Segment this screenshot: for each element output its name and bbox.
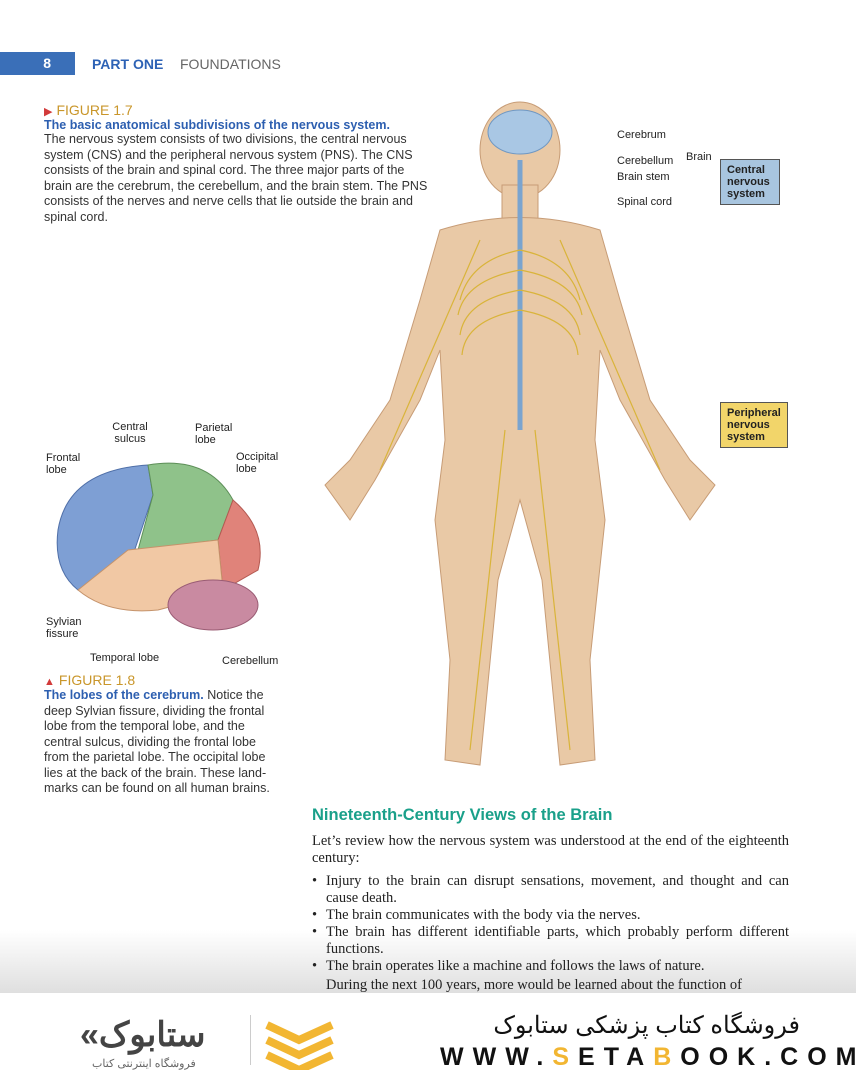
label-temporal-lobe: Temporal lobe xyxy=(90,652,160,664)
figure-1-7-caption: ▶FIGURE 1.7 The basic anatomical subdivi… xyxy=(44,102,429,225)
store-name: فروشگاه کتاب پزشکی ستابوک xyxy=(493,1012,800,1039)
bullet-item: Injury to the brain can disrupt sensatio… xyxy=(312,873,789,907)
figure-title: The lobes of the cerebrum. xyxy=(44,688,204,702)
label-occipital-lobe: Occipital lobe xyxy=(236,451,279,475)
cutoff-text: During the next 100 years, more would be… xyxy=(326,977,742,993)
label-cerebrum: Cerebrum xyxy=(617,129,666,141)
label-pns: Peripheral nervous system xyxy=(720,402,788,448)
label-parietal-lobe: Parietal lobe xyxy=(195,422,233,446)
section-body: Nineteenth-Century Views of the Brain Le… xyxy=(312,806,789,994)
section-heading: Nineteenth-Century Views of the Brain xyxy=(312,806,613,824)
divider xyxy=(250,1015,251,1065)
label-central-sulcus: Central sulcus xyxy=(112,421,148,445)
label-cns: Central nervous system xyxy=(720,159,780,205)
logo-text: ستابوک xyxy=(98,1016,206,1054)
setabook-chevron-icon xyxy=(265,1021,334,1070)
label-brain: Brain xyxy=(686,151,712,163)
logo-subtitle: فروشگاه اینترنتی کتاب xyxy=(92,1058,196,1070)
label-cerebellum: Cerebellum xyxy=(617,155,674,167)
setabook-logo: «ستابوک xyxy=(80,1016,206,1054)
label-spinal-cord: Spinal cord xyxy=(617,196,673,208)
store-url[interactable]: WWW.SETABOOK.COM xyxy=(440,1043,856,1071)
figure-text: The nervous system consists of two divis… xyxy=(44,132,428,224)
figure-1-8-caption: ▲FIGURE 1.8 The lobes of the cerebrum. N… xyxy=(44,672,284,797)
figure-number: FIGURE 1.7 xyxy=(56,102,133,118)
label-sylvian-fissure: Sylvian fissure xyxy=(46,616,82,640)
bullet-item: The brain has different identifiable par… xyxy=(312,924,789,958)
bullet-item: The brain operates like a machine and fo… xyxy=(312,958,789,975)
nervous-system-illustration xyxy=(324,101,716,766)
triangle-up-icon: ▲ xyxy=(44,676,55,688)
brain-lobes-illustration xyxy=(56,462,261,631)
part-label: PART ONE xyxy=(92,56,164,72)
triangle-right-icon: ▶ xyxy=(44,106,53,118)
label-brain-stem: Brain stem xyxy=(617,171,670,183)
page-number: 8 xyxy=(0,52,75,75)
intro-paragraph: Let’s review how the nervous system was … xyxy=(312,833,789,866)
watermark-footer: «ستابوک فروشگاه اینترنتی کتاب فروشگاه کت… xyxy=(0,993,856,1079)
bullet-item: The brain communicates with the body via… xyxy=(312,907,789,924)
label-cerebellum-lobe: Cerebellum xyxy=(222,655,279,667)
figure-number: FIGURE 1.8 xyxy=(58,672,136,688)
figure-title: The basic anatomical subdivisions of the… xyxy=(44,118,390,132)
figure-text: Notice the deep Sylvian fissure, dividin… xyxy=(44,688,270,795)
label-frontal-lobe: Frontal lobe xyxy=(46,452,81,476)
section-label: FOUNDATIONS xyxy=(180,56,281,72)
